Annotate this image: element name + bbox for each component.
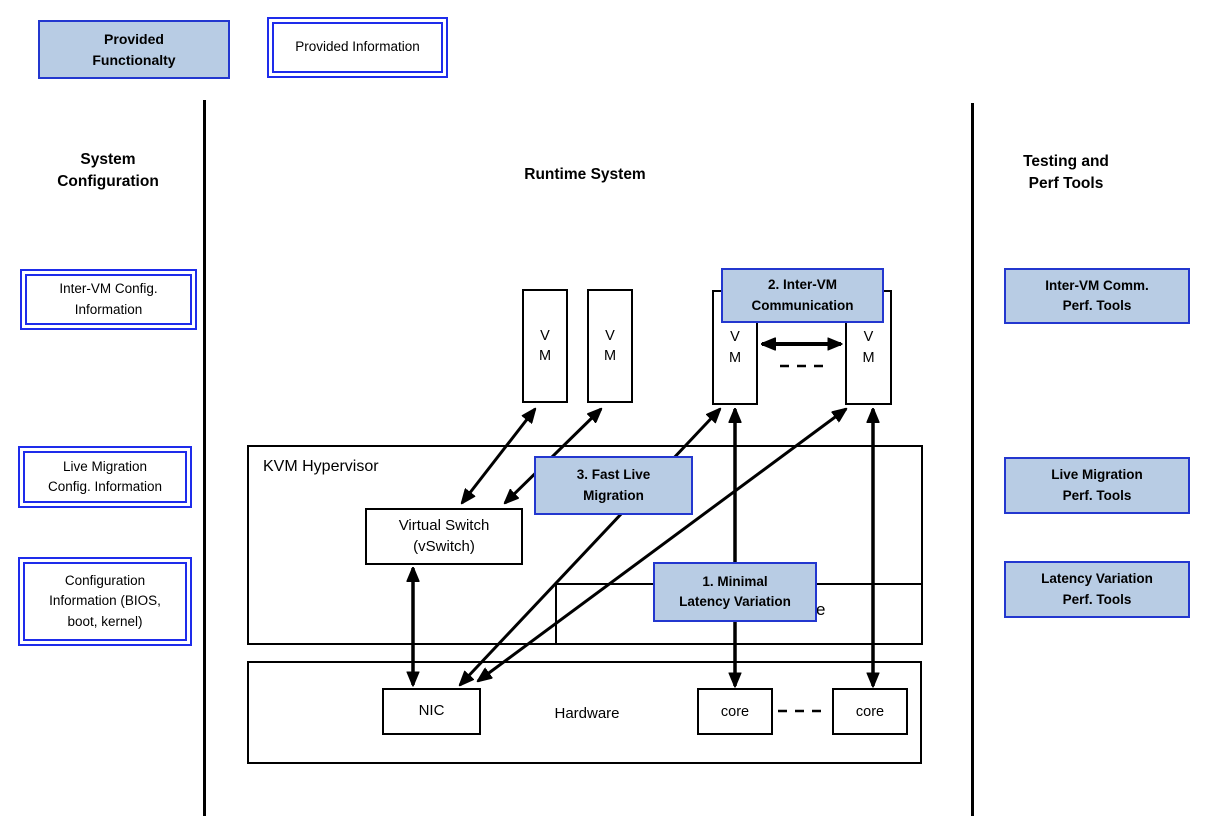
hardware-label: Hardware [554,704,620,722]
box-nic: NIC [382,688,481,735]
box-live-migration-config-information: Live Migration Config. Information [18,446,192,508]
box-intervm-config-information: Inter-VM Config. Information [20,269,197,330]
box-intervm-comm-perf-tools: Inter-VM Comm. Perf. Tools [1004,268,1190,324]
legend-provided-information: Provided Information [267,17,448,78]
kvm-hypervisor-label: KVM Hypervisor [263,458,379,475]
divider-left [203,100,206,816]
box-vm-2: V M [587,289,633,403]
box-configuration-information-bios-label: Configuration Information (BIOS, boot, k… [23,562,187,641]
box-core-1: core [697,688,773,735]
box-live-migration-perf-tools: Live Migration Perf. Tools [1004,457,1190,514]
legend-provided-functionality: Provided Functionalty [38,20,230,79]
box-live-migration-config-information-label: Live Migration Config. Information [23,451,187,503]
highlight-minimal-latency-variation: 1. Minimal Latency Variation [653,562,817,622]
arrow-nic-vm3 [460,409,720,685]
box-intervm-config-information-label: Inter-VM Config. Information [25,274,192,325]
legend-provided-information-label: Provided Information [272,22,443,73]
heading-testing-perf-tools: Testing and Perf Tools [1023,152,1109,192]
box-configuration-information-bios: Configuration Information (BIOS, boot, k… [18,557,192,646]
box-vm-1: V M [522,289,568,403]
divider-right [971,103,974,816]
heading-runtime-system: Runtime System [524,165,646,183]
heading-system-configuration: System Configuration [57,150,159,190]
arrow-vswitch-vm1 [462,409,535,503]
highlight-fast-live-migration: 3. Fast Live Migration [534,456,693,515]
arrow-nic-vm4 [478,409,846,681]
highlight-inter-vm-communication: 2. Inter-VM Communication [721,268,884,323]
box-core-2: core [832,688,908,735]
box-latency-variation-perf-tools: Latency Variation Perf. Tools [1004,561,1190,618]
